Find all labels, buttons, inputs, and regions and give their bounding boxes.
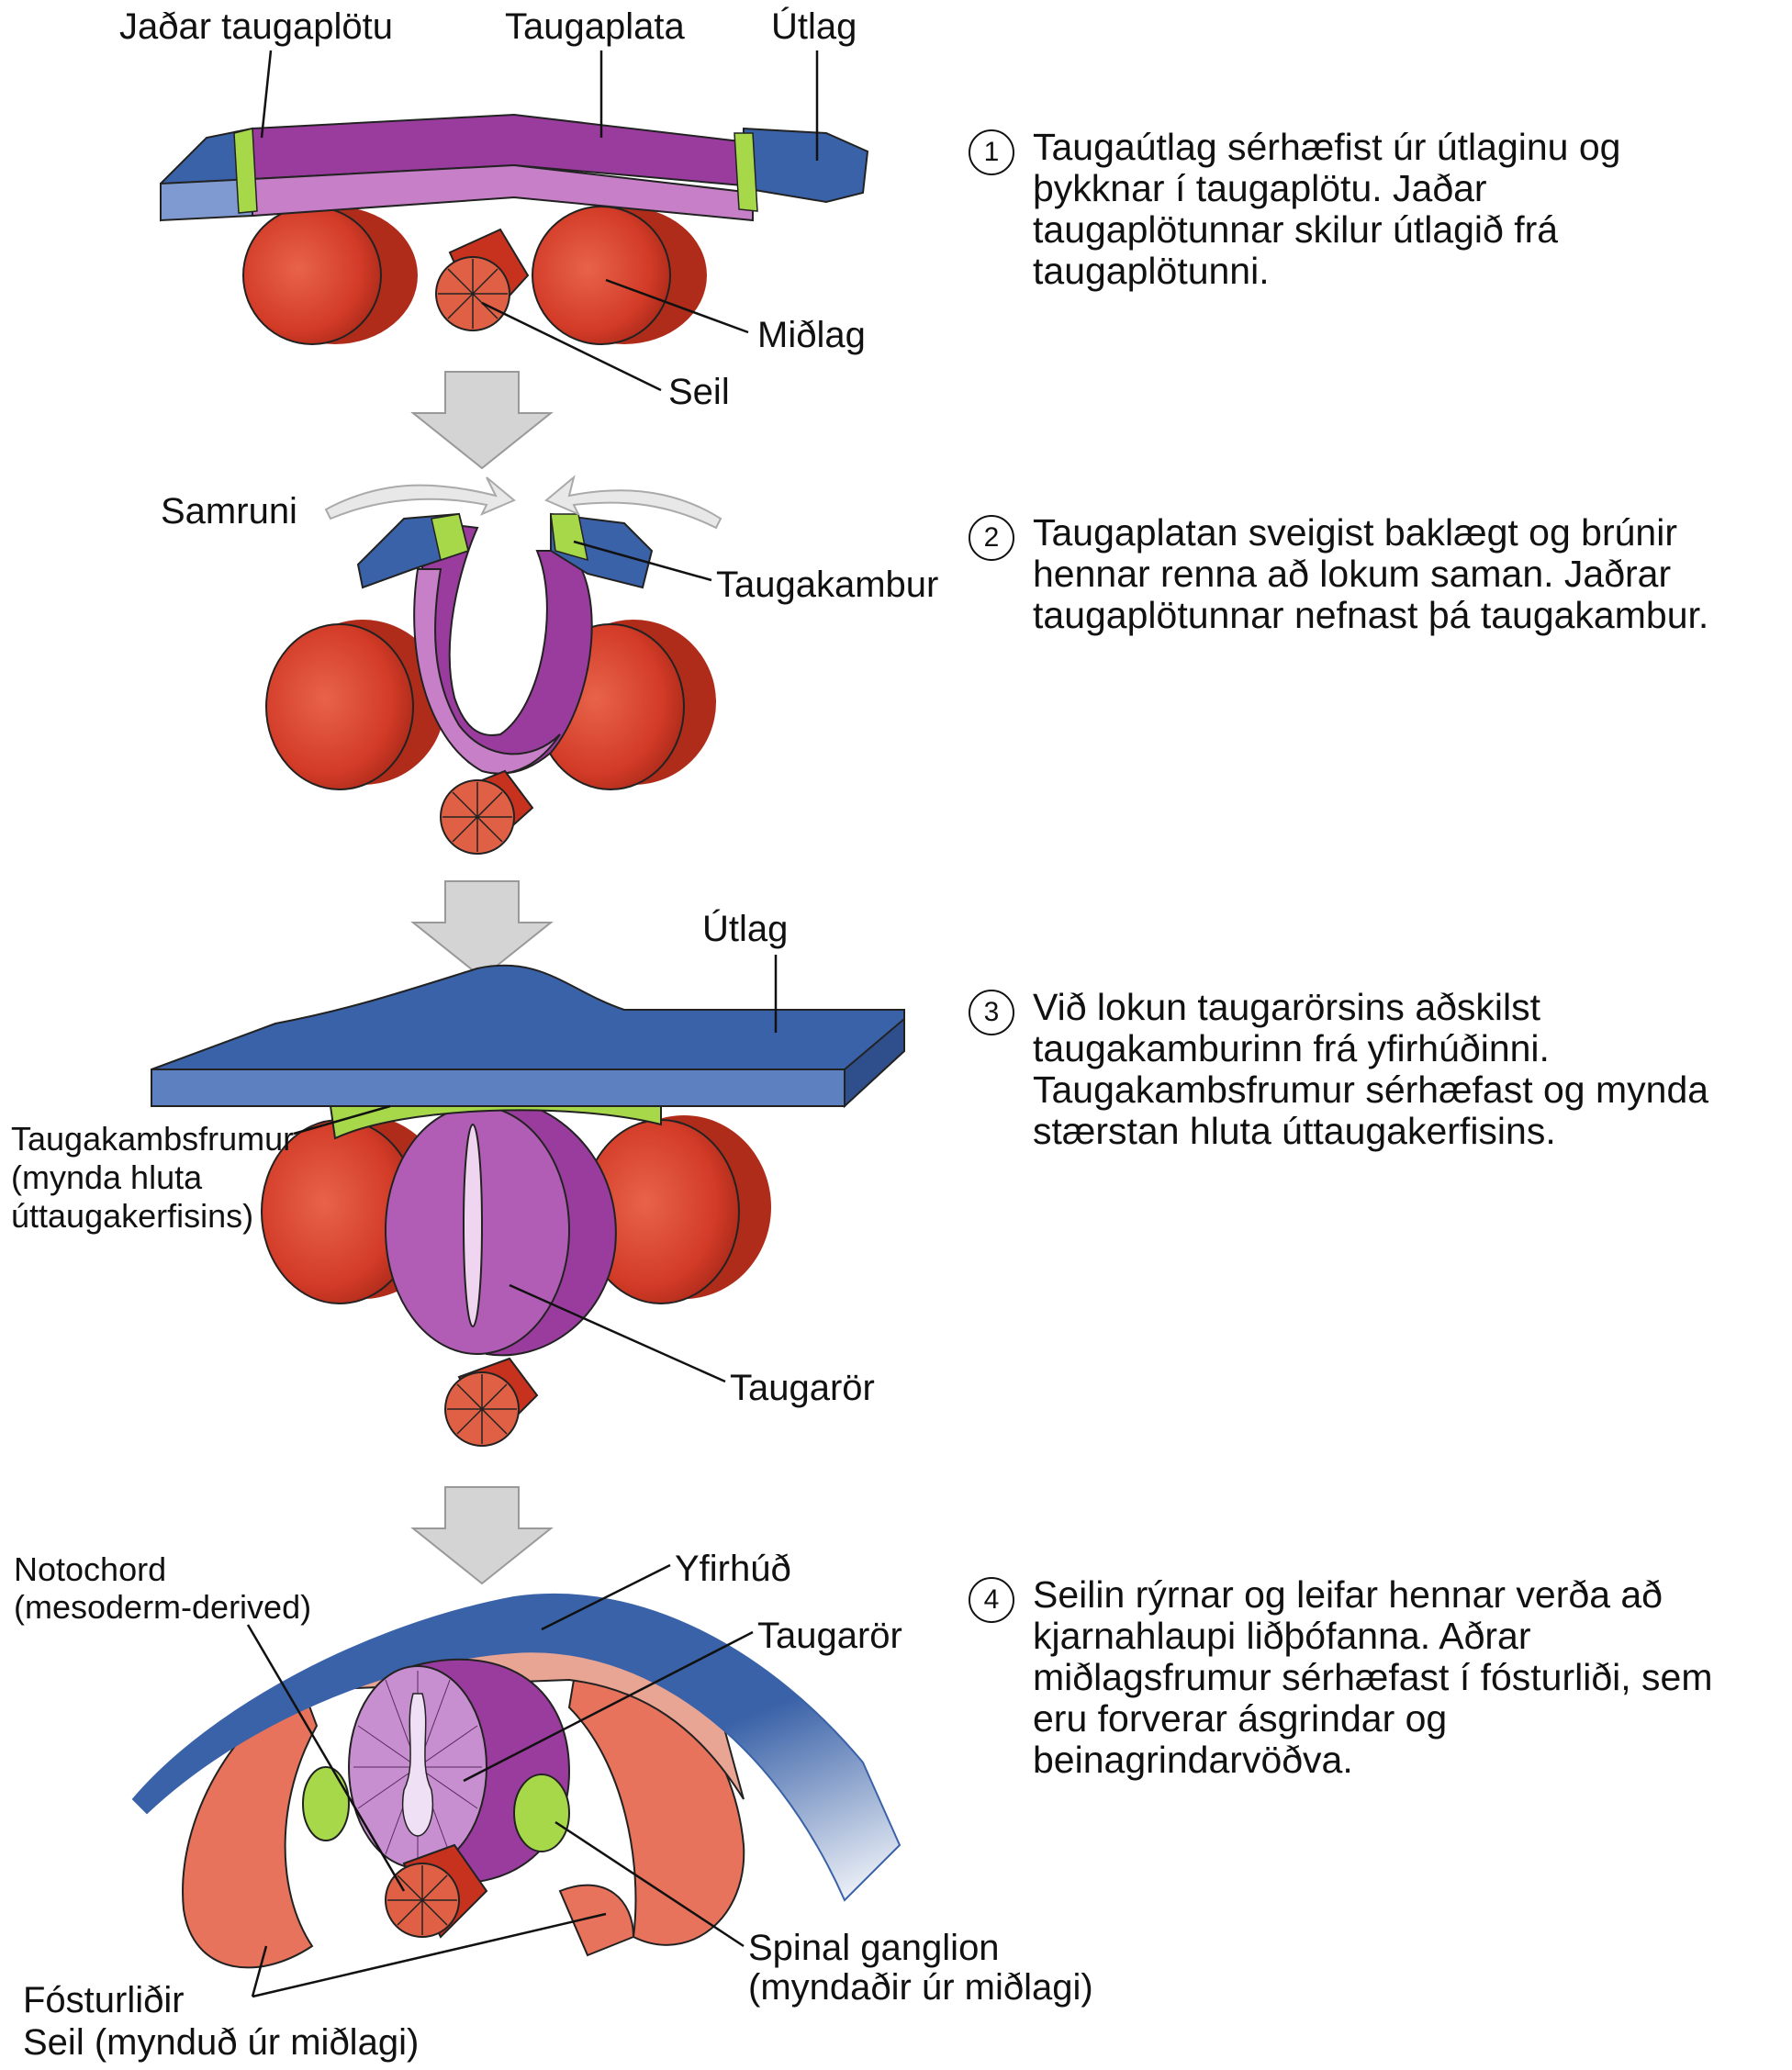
- down-arrow-1: [410, 371, 554, 470]
- fusion-arrow-left: [324, 476, 516, 520]
- label-neural-plate-border: Jaðar taugaplötu: [119, 6, 393, 47]
- step-3-description: 3 Við lokun taugarörsins aðskilst taugak…: [969, 987, 1776, 1152]
- leader-neural-crest: [573, 540, 712, 582]
- step-text-2: Taugaplatan sveigist baklægt og brúnir h…: [1033, 511, 1709, 636]
- leader-notochord-4: [246, 1624, 406, 1892]
- label-epidermis: Yfirhúð: [675, 1549, 791, 1589]
- label-fusion: Samruni: [161, 491, 297, 531]
- neural-plate-border-right: [734, 132, 758, 212]
- step-2-description: 2 Taugaplatan sveigist baklægt og brúnir…: [969, 512, 1776, 636]
- step-text-1: Taugaútlag sérhæfist úr útlaginu og þykk…: [1033, 126, 1621, 292]
- notochord-cylinder-4: [385, 1843, 488, 1939]
- neural-plate-border-left: [233, 128, 258, 214]
- stage-4-illustration: [131, 1593, 902, 1969]
- ectoderm-sheet-right: [743, 127, 869, 204]
- label-ectoderm-3: Útlag: [702, 908, 788, 949]
- label-somites: Fósturliðir: [23, 1980, 185, 2020]
- step-1-description: 1 Taugaútlag sérhæfist úr útlaginu og þy…: [969, 127, 1776, 292]
- ectoderm-side-3: [844, 1016, 905, 1109]
- neural-groove-inner: [413, 568, 561, 775]
- leader-epidermis: [541, 1563, 671, 1631]
- neural-crest-left-2: [431, 513, 469, 561]
- label-ectoderm-1: Útlag: [771, 6, 857, 47]
- mesoderm-left-block: [242, 206, 418, 345]
- mesoderm-right-block-3: [582, 1115, 771, 1304]
- leader-spinal-ganglion: [554, 1820, 745, 1948]
- neural-canal: [463, 1124, 483, 1327]
- label-spinal-ganglion-1: Spinal ganglion: [748, 1928, 1000, 1968]
- label-neural-tube-3: Taugarör: [730, 1368, 875, 1408]
- down-arrow-2: [410, 880, 554, 979]
- label-neural-crest-cells-1: Taugakambsfrumur: [11, 1120, 294, 1158]
- ectoderm-top-3: [151, 964, 905, 1102]
- notochord-cylinder: [435, 228, 530, 331]
- notochord-lower-red: [558, 1884, 635, 1957]
- mesoderm-left-block-2: [265, 620, 445, 790]
- step-text-3: Við lokun taugarörsins aðskilst taugakam…: [1033, 986, 1709, 1152]
- label-neural-crest-cells-3: úttaugakerfisins): [11, 1197, 253, 1235]
- fusion-arrow-right: [544, 475, 722, 530]
- leader-lines-stage-1: [260, 50, 819, 392]
- leader-neural-tube-3: [509, 1283, 726, 1383]
- leader-neural-crest-cells: [293, 1104, 391, 1136]
- label-notochord-en-2: (mesoderm-derived): [14, 1588, 311, 1626]
- label-spinal-ganglion-2: (myndaðir úr miðlagi): [748, 1967, 1093, 2008]
- down-arrow-3: [410, 1486, 554, 1585]
- central-canal-4: [402, 1693, 433, 1837]
- leader-somites: [251, 1912, 607, 1998]
- label-mesoderm: Miðlag: [757, 315, 866, 355]
- label-neural-crest: Taugakambur: [716, 565, 938, 605]
- step-4-description: 4 Seilin rýrnar og leifar hennar verða a…: [969, 1574, 1776, 1781]
- label-neural-crest-cells-2: (mynda hluta: [11, 1158, 203, 1196]
- step-number-3: 3: [969, 990, 1014, 1035]
- label-notochord-en-1: Notochord: [14, 1550, 166, 1588]
- stage-1-illustration: [160, 113, 869, 345]
- spinal-ganglion-right: [513, 1773, 570, 1852]
- label-notochord-1: Seil: [668, 372, 730, 412]
- label-neural-plate: Taugaplata: [505, 6, 685, 47]
- neural-crest-right-2: [550, 513, 588, 562]
- stage-3-illustration: [151, 964, 905, 1447]
- somite-left: [182, 1687, 319, 1969]
- ectoderm-front-left: [160, 177, 253, 222]
- ectoderm-front-3: [151, 1069, 846, 1107]
- step-number-1: 1: [969, 129, 1014, 175]
- leader-neural-tube-4: [463, 1630, 754, 1783]
- spinal-ganglion-left: [302, 1766, 350, 1841]
- label-notochord-mesoderm: Seil (mynduð úr miðlagi): [23, 2022, 419, 2063]
- step-number-2: 2: [969, 515, 1014, 561]
- mesoderm-right-block: [532, 206, 707, 345]
- stage-2-illustration: [265, 475, 722, 855]
- label-neural-tube-4: Taugarör: [757, 1616, 902, 1656]
- notochord-cylinder-3: [444, 1357, 539, 1447]
- step-number-4: 4: [969, 1577, 1014, 1623]
- notochord-cylinder-2: [440, 769, 534, 855]
- step-text-4: Seilin rýrnar og leifar hennar verða að …: [1033, 1573, 1713, 1781]
